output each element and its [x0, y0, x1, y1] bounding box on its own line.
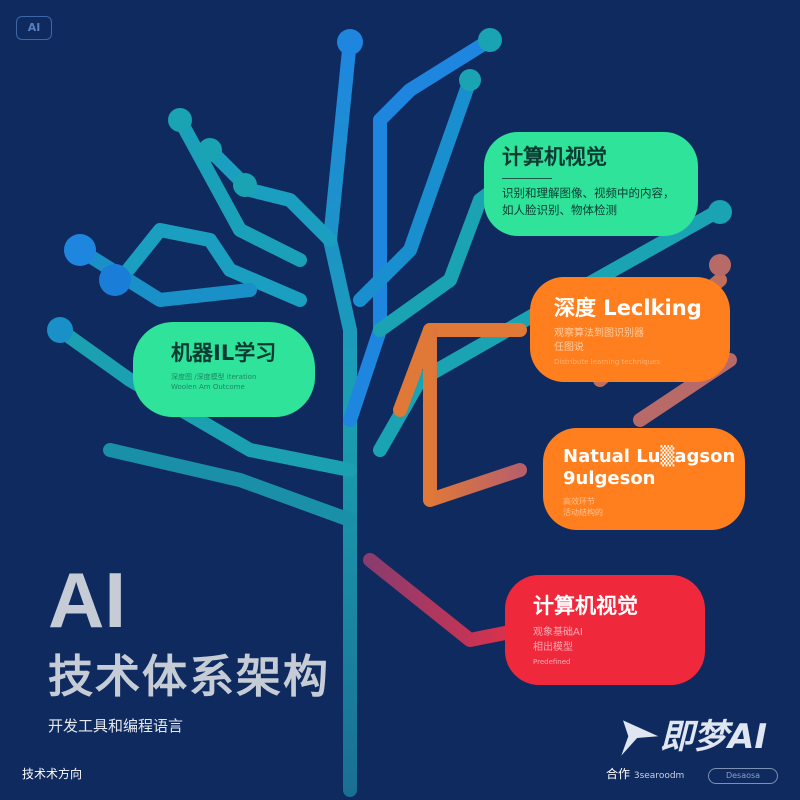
branch [423, 323, 527, 507]
node-dot [709, 254, 731, 276]
node-dot [459, 69, 481, 91]
node-dot [64, 234, 96, 266]
node-dot [708, 200, 732, 224]
headline-ai: AI [48, 556, 126, 644]
card-title: 计算机视觉 [502, 145, 607, 169]
card-desc: 高效环节活动结构的 [563, 497, 603, 517]
card-desc: 识别和理解图像、视频中的内容，如人脸识别、物体检测 [502, 186, 675, 217]
branch [203, 143, 337, 247]
node-dot [478, 28, 502, 52]
card-title: Natual Lu▒agson [563, 446, 736, 467]
headline-subtitle: 开发工具和编程语言 [48, 717, 184, 735]
card-title: 机器IL学习 [171, 341, 277, 365]
card-title: 深度 Leclking [554, 296, 702, 320]
divider [502, 178, 552, 179]
node-dot [198, 138, 222, 162]
footer-right: 合作 3searoodm [606, 767, 685, 781]
branch [363, 553, 527, 647]
headline-title: 技术体系架构 [48, 650, 331, 703]
branch [343, 33, 497, 427]
branch [353, 73, 477, 307]
brand-logo-icon [621, 720, 659, 756]
card-nlp[interactable]: Natual Lu▒agson 9ulgeson 高效环节活动结构的 [543, 428, 745, 530]
card-computer-vision[interactable]: 计算机视觉 识别和理解图像、视频中的内容，如人脸识别、物体检测 [484, 132, 698, 236]
branch [393, 323, 527, 417]
ai-logo: AI [16, 16, 52, 40]
card-title-line2: 9ulgeson [563, 468, 656, 489]
branch [173, 113, 307, 267]
branch [113, 223, 307, 307]
node-dot [47, 317, 73, 343]
node-dot [233, 173, 257, 197]
trunk [323, 33, 357, 797]
footer-left-text: 技术术方向 [22, 767, 83, 781]
node-dot [337, 29, 363, 55]
brand-button[interactable]: Desaosa [708, 768, 778, 784]
node-dot [168, 108, 192, 132]
card-title: 计算机视觉 [533, 594, 638, 618]
brand-logo: 即梦AI [660, 717, 767, 757]
node-dot [99, 264, 131, 296]
branch [103, 443, 357, 527]
